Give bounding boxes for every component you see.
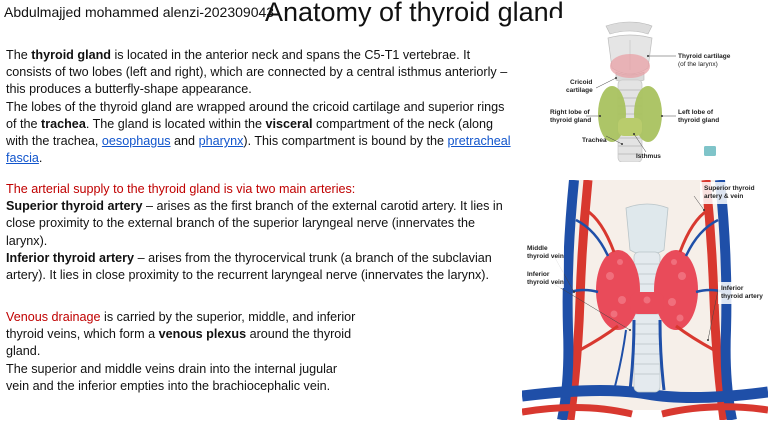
thyroid-vasculature-illustration: Superior thyroid artery & vein Middle th… bbox=[522, 180, 768, 420]
paragraph-location: The thyroid gland is located in the ante… bbox=[6, 47, 512, 167]
term-venous-drainage: Venous drainage bbox=[6, 310, 101, 324]
label-inferior-thyroid-vein: thyroid vein bbox=[527, 279, 564, 286]
text-span: around the thyroid gland. bbox=[6, 327, 352, 359]
label-left-lobe-2: thyroid gland bbox=[678, 117, 719, 124]
link-oesophagus[interactable]: oesophagus bbox=[101, 134, 171, 149]
thyroid-anatomy-illustration: Thyroid cartilage (of the larynx) Cricoi… bbox=[548, 18, 768, 162]
label-inferior-a: Inferior bbox=[721, 285, 744, 292]
label-middle: Middle bbox=[527, 245, 548, 252]
publisher-logo bbox=[704, 146, 716, 156]
text-span: – arises as the first branch of the exte… bbox=[6, 199, 503, 248]
author-name: Abdulmajjed mohammed alenzi-202309043 bbox=[4, 4, 275, 20]
term-venous-plexus: venous plexus bbox=[158, 327, 247, 342]
label-middle-thyroid-vein: thyroid vein bbox=[527, 253, 564, 260]
label-inferior: Inferior bbox=[527, 271, 550, 278]
label-artery-vein: artery & vein bbox=[704, 193, 743, 200]
term-superior-thyroid-artery: Superior thyroid artery bbox=[6, 199, 143, 214]
arterial-intro: The arterial supply to the thyroid gland… bbox=[6, 182, 356, 196]
text-span: ). This compartment is bound by the bbox=[243, 134, 448, 149]
text-span: is located in the anterior neck and span… bbox=[6, 48, 508, 97]
link-pharynx[interactable]: pharynx bbox=[198, 134, 244, 149]
text-span: – arises from the thyrocervical trunk (a… bbox=[6, 250, 492, 283]
text-span: The lobes of the thyroid gland are wrapp… bbox=[6, 99, 505, 131]
slide-title: Anatomy of thyroid gland bbox=[265, 0, 564, 27]
label-right-lobe-2: thyroid gland bbox=[550, 117, 591, 124]
label-cartilage: cartilage bbox=[566, 87, 593, 94]
paragraph-venous-drainage: Venous drainage is carried by the superi… bbox=[6, 309, 356, 395]
text-span: is carried by the superior, middle, and … bbox=[6, 310, 356, 342]
label-of-larynx: (of the larynx) bbox=[678, 61, 718, 68]
text-span: The superior and middle veins drain into… bbox=[6, 361, 338, 393]
label-superior-thyroid: Superior thyroid bbox=[704, 185, 755, 192]
text-span: compartment of the neck (along with the … bbox=[6, 116, 494, 149]
label-isthmus: Isthmus bbox=[636, 153, 661, 160]
text-span: and bbox=[170, 134, 199, 149]
label-left-lobe: Left lobe of bbox=[678, 109, 714, 116]
label-trachea: Trachea bbox=[582, 137, 607, 144]
text-span: . The gland is located within the bbox=[85, 116, 266, 131]
term-trachea: trachea bbox=[41, 116, 86, 131]
term-visceral: visceral bbox=[265, 116, 313, 131]
label-inferior-thyroid-artery: thyroid artery bbox=[721, 293, 763, 300]
term-thyroid-gland: thyroid gland bbox=[31, 48, 111, 62]
term-inferior-thyroid-artery: Inferior thyroid artery bbox=[6, 250, 135, 265]
label-right-lobe: Right lobe of bbox=[550, 109, 591, 116]
text-span: The bbox=[6, 48, 32, 62]
label-thyroid-cartilage: Thyroid cartilage bbox=[678, 53, 731, 60]
link-pretracheal-fascia[interactable]: pretracheal fascia bbox=[6, 134, 511, 166]
label-cricoid: Cricoid bbox=[570, 79, 592, 86]
paragraph-arterial-supply: The arterial supply to the thyroid gland… bbox=[6, 181, 512, 284]
text-span: . bbox=[38, 151, 43, 166]
